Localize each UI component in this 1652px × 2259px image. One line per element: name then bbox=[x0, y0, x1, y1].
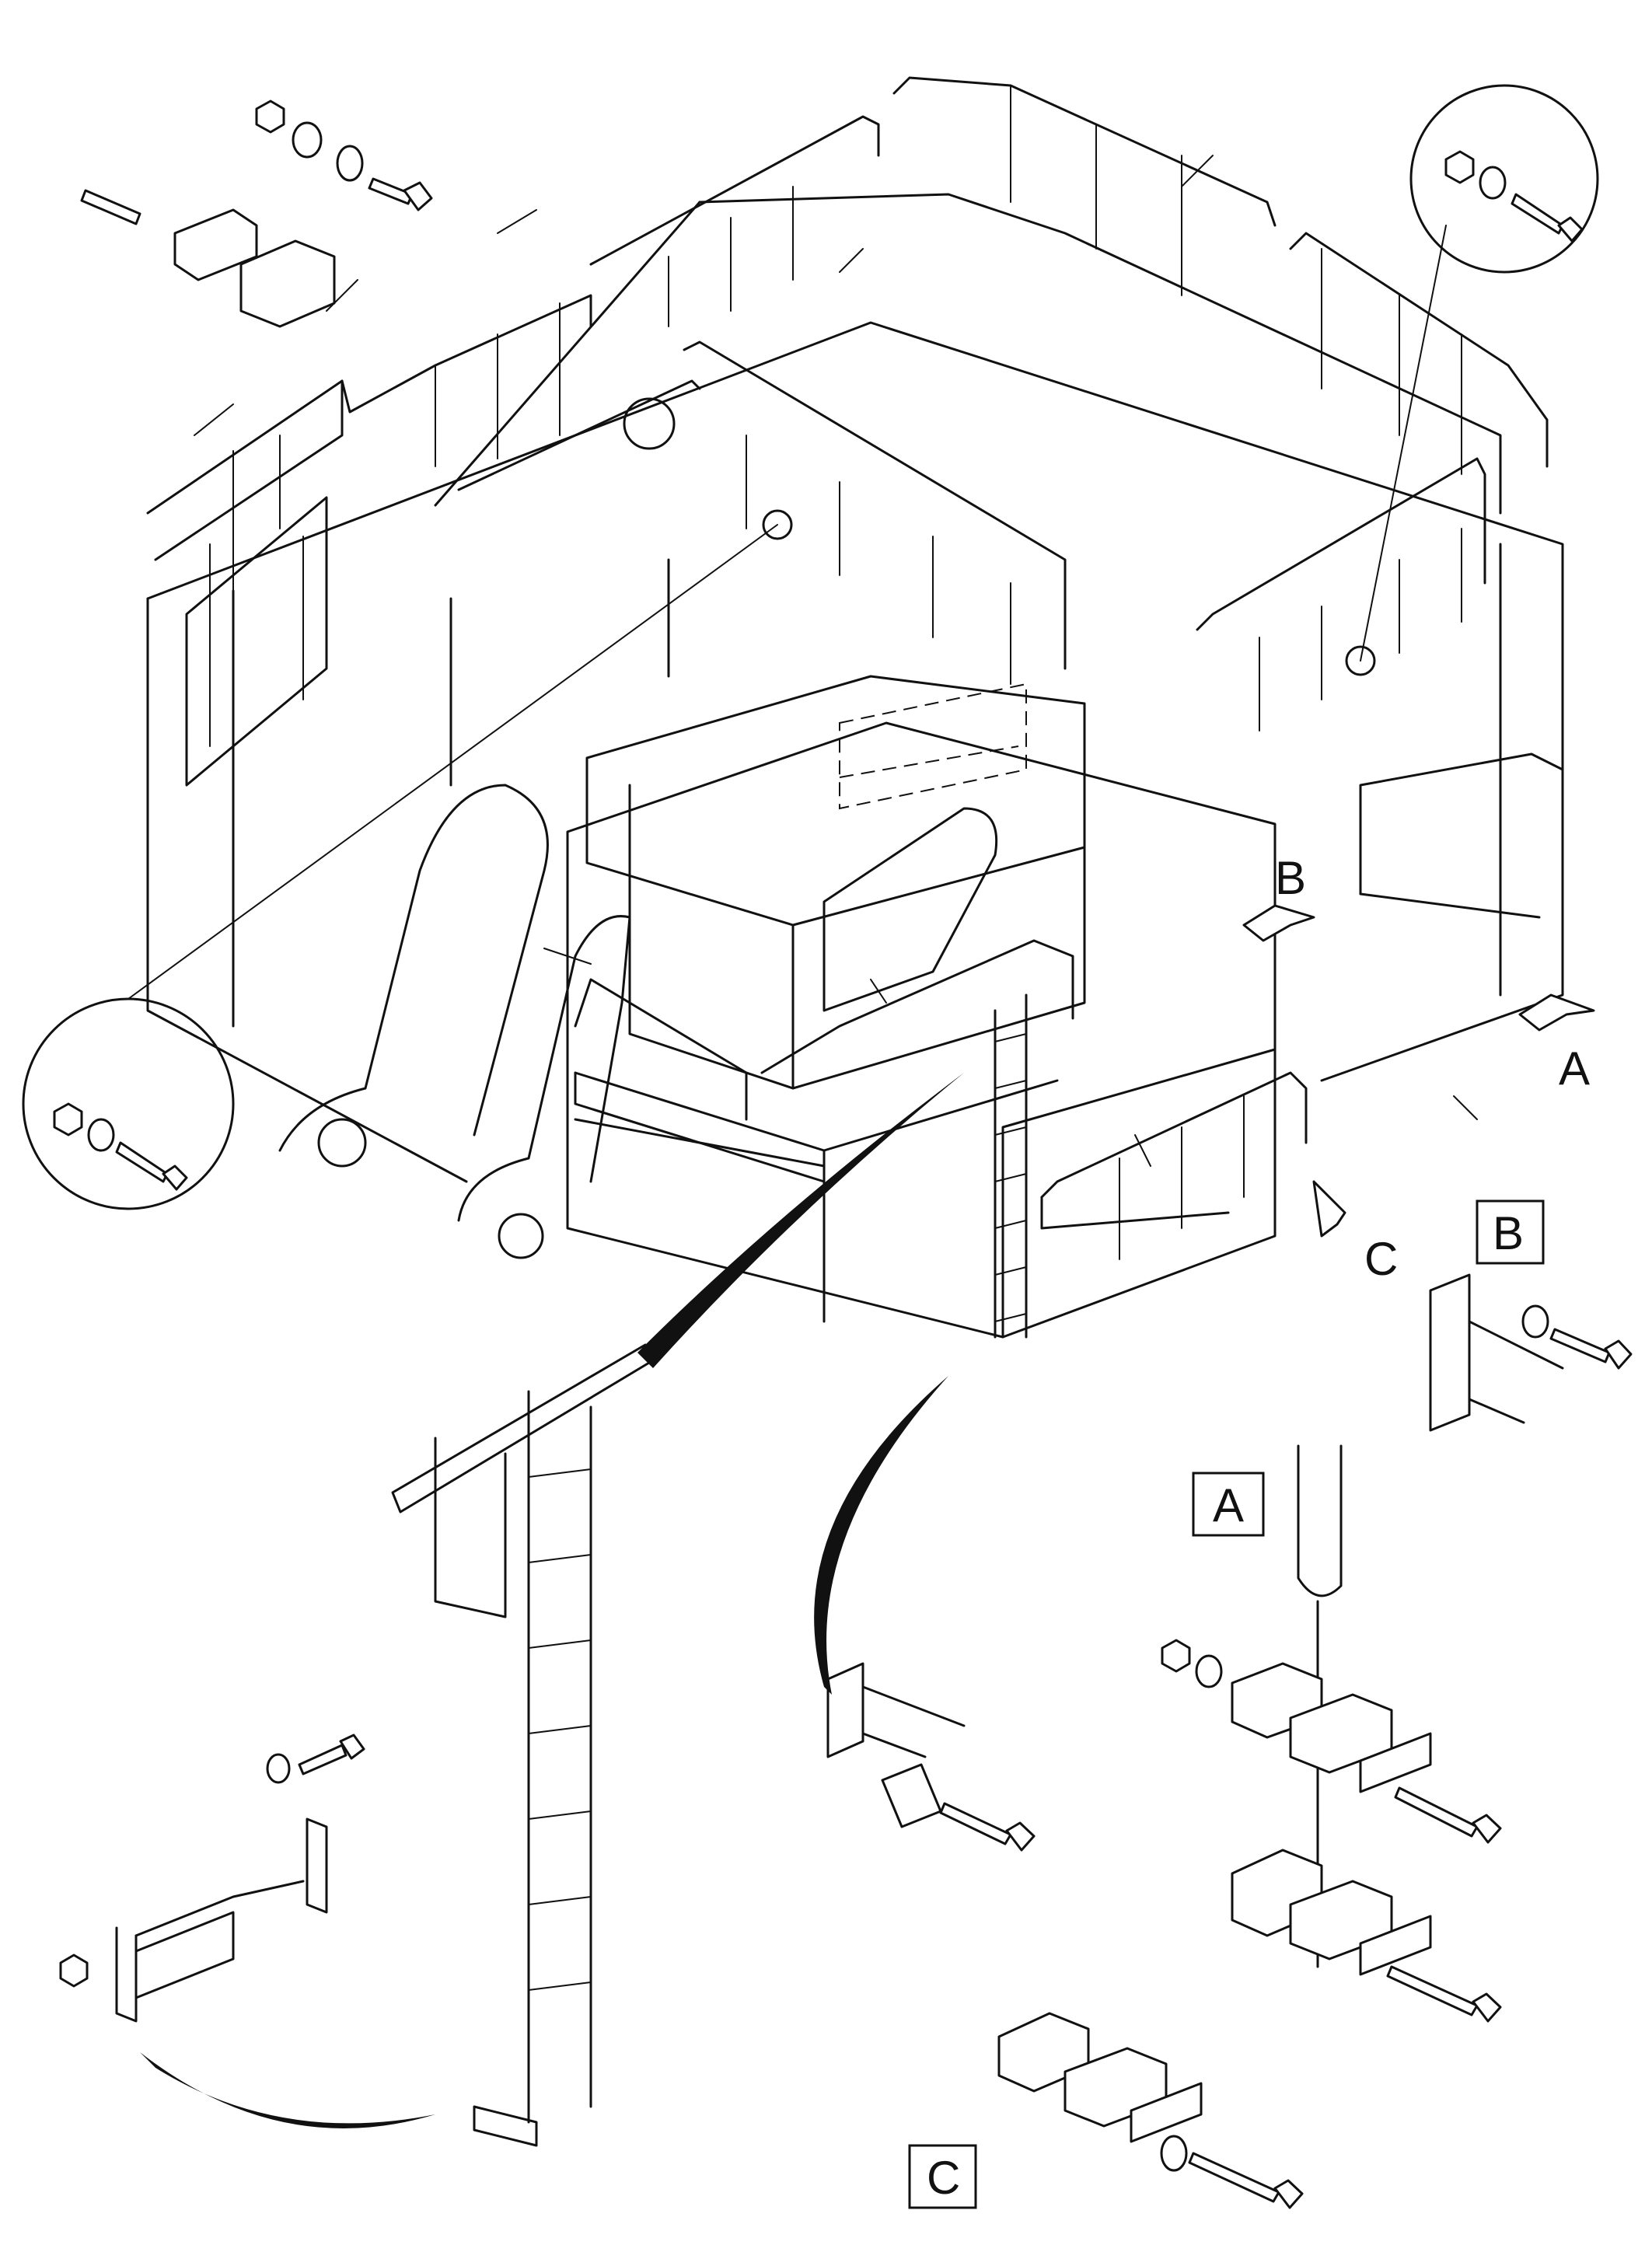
detail-a-drawing bbox=[1162, 1446, 1500, 2021]
detail-b-title-box bbox=[1477, 1201, 1543, 1263]
detail-b-title: B bbox=[1493, 1207, 1524, 1259]
tube-detail bbox=[814, 1376, 1034, 1850]
handrails bbox=[148, 78, 1563, 1337]
main-assembly bbox=[148, 194, 1563, 1337]
callout-label-c: C bbox=[1364, 1233, 1398, 1285]
detail-a-title: A bbox=[1213, 1479, 1244, 1531]
callout-label-a: A bbox=[1559, 1042, 1590, 1095]
clamp-hardware-top-left bbox=[82, 101, 431, 326]
tube-detail-sweep bbox=[814, 1376, 948, 1695]
callout-arrows bbox=[1244, 906, 1594, 1236]
detail-circle-upper-right bbox=[1411, 86, 1598, 272]
callout-arrow-b bbox=[1244, 906, 1314, 941]
detail-circle-left bbox=[23, 999, 233, 1209]
labels: B A C B A C bbox=[910, 852, 1590, 2208]
callout-label-b: B bbox=[1275, 852, 1306, 904]
ladder-detail bbox=[393, 1073, 964, 2146]
step-bracket-detail bbox=[61, 1735, 435, 2128]
callout-arrow-a bbox=[1520, 995, 1594, 1030]
detail-b-drawing bbox=[1430, 1275, 1631, 1430]
ladder-detail-sweep bbox=[637, 1073, 964, 1368]
detail-c-title: C bbox=[927, 2152, 960, 2204]
callout-arrow-c bbox=[1314, 1182, 1345, 1236]
leader-lines bbox=[128, 155, 1477, 1166]
detail-a-title-box bbox=[1193, 1473, 1263, 1535]
detail-c-title-box bbox=[910, 2146, 976, 2208]
step-bracket-sweep bbox=[140, 2052, 435, 2128]
detail-c-drawing bbox=[999, 2013, 1302, 2208]
